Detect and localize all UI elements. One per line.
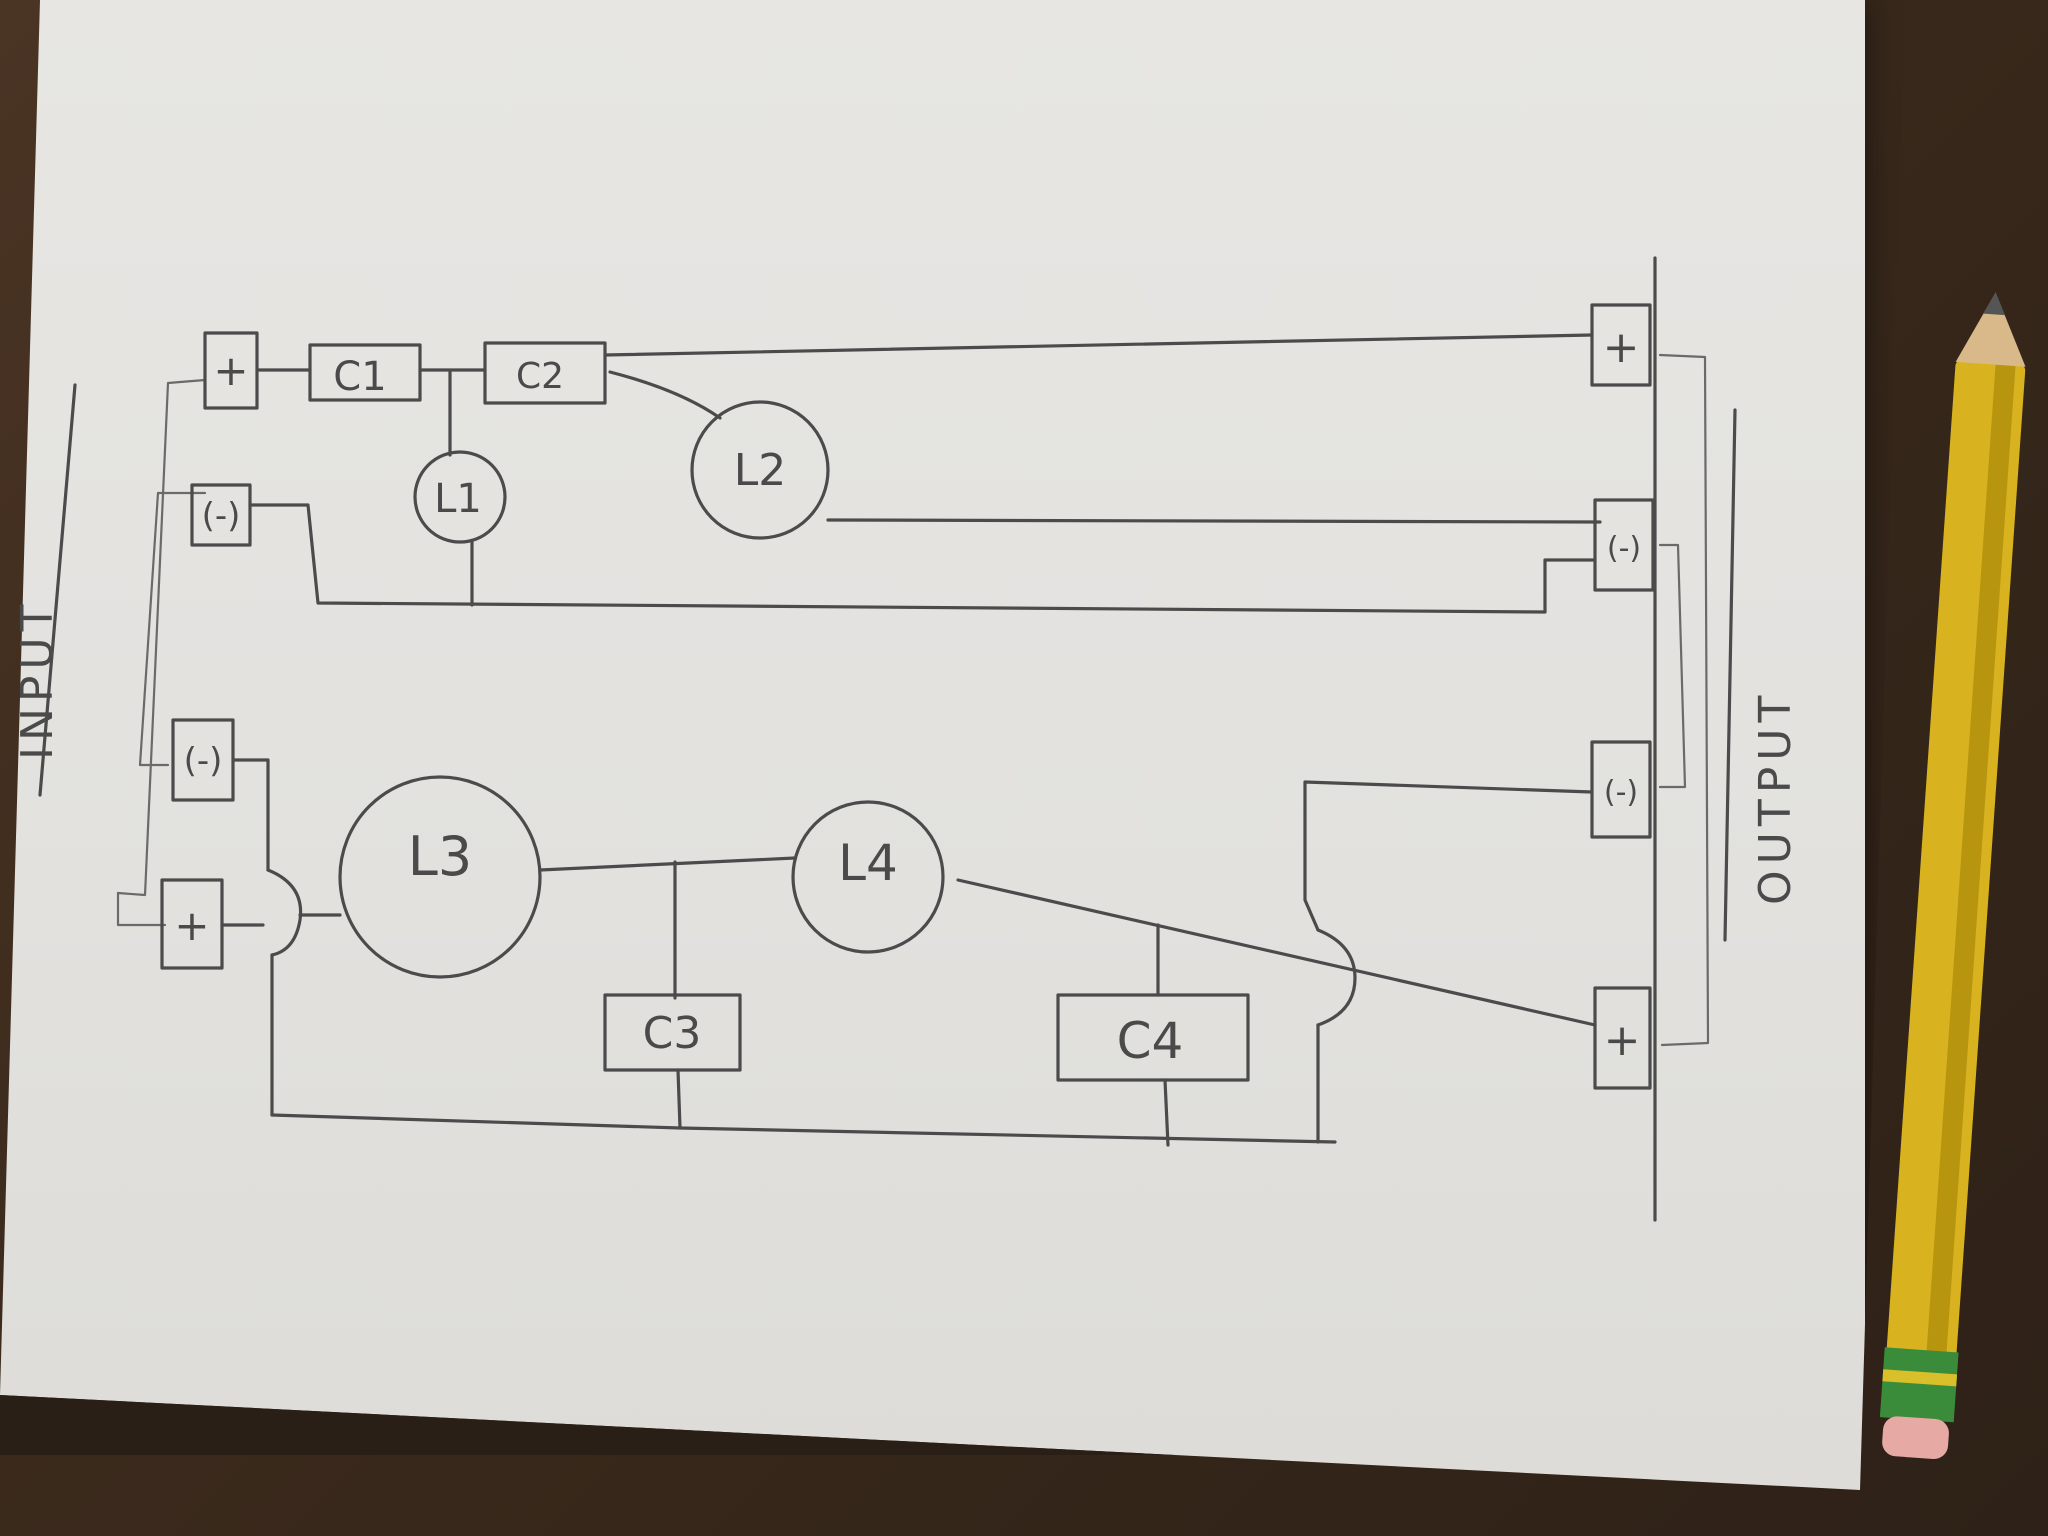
output-terminal-top-neg: (-) <box>1593 498 1655 592</box>
terminal-symbol: (-) <box>1607 531 1641 566</box>
wire <box>603 333 1594 357</box>
paper-sheet <box>0 0 1865 1490</box>
capacitor-c2-label: C2 <box>516 356 564 397</box>
pencil-eraser <box>1882 1416 1949 1459</box>
wire-crossover <box>1316 928 1357 1027</box>
input-terminal-bottom-pos: + <box>160 878 224 970</box>
output-label-group: OUTPUT <box>1723 408 1801 942</box>
capacitor-c1-box <box>308 343 422 402</box>
capacitor-c3-label: C3 <box>643 1008 702 1059</box>
pencil-ferrule <box>1879 1347 1959 1423</box>
terminal-symbol: + <box>1604 1015 1641 1066</box>
terminal-box <box>1590 740 1652 839</box>
capacitor-c2-box <box>483 341 607 405</box>
input-bus-bottom <box>116 891 167 927</box>
pencil-tip-wood <box>1955 292 2026 367</box>
input-bus <box>116 378 207 927</box>
output-bracket-1 <box>1658 353 1710 1047</box>
pencil-lead <box>1983 292 2006 316</box>
capacitor-c4-box <box>1056 993 1250 1082</box>
terminal-symbol: + <box>174 901 209 950</box>
input-bus-inner <box>138 491 207 767</box>
output-bus <box>1653 256 1710 1222</box>
wire <box>676 1068 682 1130</box>
terminal-symbol: + <box>213 346 248 395</box>
output-terminal-top-pos: + <box>1590 303 1652 387</box>
inductor-l1-label: L1 <box>434 476 482 522</box>
inductor-l1-circle <box>413 450 507 544</box>
pencil-shade <box>1923 362 2016 1402</box>
wire <box>538 856 797 872</box>
pencil-ferrule-band <box>1882 1369 1958 1387</box>
wire <box>608 370 722 420</box>
inductor-l3-label: L3 <box>408 825 472 888</box>
wire <box>826 518 1602 524</box>
input-terminal-top-pos: + <box>203 331 259 410</box>
terminal-symbol: (-) <box>202 496 241 536</box>
inductor-l4-circle <box>791 800 945 954</box>
inductor-l2-circle <box>690 400 830 540</box>
input-bus-outer <box>116 378 207 897</box>
return-wire <box>248 503 1597 614</box>
capacitor-c1-label: C1 <box>333 354 386 400</box>
terminal-symbol: (-) <box>184 741 223 781</box>
output-label: OUTPUT <box>1750 690 1801 905</box>
output-label-underline <box>1723 408 1737 942</box>
wire <box>231 758 270 872</box>
wire <box>1163 1078 1170 1147</box>
inductor-l2-label: L2 <box>734 445 787 496</box>
terminal-box <box>1593 986 1652 1090</box>
wire <box>1303 780 1594 932</box>
wire-crossover <box>266 868 303 957</box>
inductor-l4-label: L4 <box>838 834 898 892</box>
capacitor-c3-box <box>603 993 742 1072</box>
input-terminal-top-neg: (-) <box>190 483 252 547</box>
terminal-symbol: (-) <box>1604 775 1638 810</box>
input-label-underline <box>38 383 77 797</box>
terminal-box <box>190 483 252 547</box>
input-terminal-bottom-neg: (-) <box>171 718 235 802</box>
capacitor-c4-label: C4 <box>1117 1012 1184 1070</box>
terminal-symbol: + <box>1603 322 1640 373</box>
input-label-group: INPUT <box>12 383 77 797</box>
pencil <box>1879 292 2026 1459</box>
output-terminal-bottom-pos: + <box>1593 986 1652 1090</box>
top-circuit: C1 C2 L1 L2 <box>248 333 1602 614</box>
terminal-box <box>1590 303 1652 387</box>
wire <box>956 878 1597 1027</box>
output-bracket-2 <box>1658 543 1687 789</box>
terminal-box <box>1593 498 1655 592</box>
output-terminal-bottom-neg: (-) <box>1590 740 1652 839</box>
bottom-return-wire <box>270 1113 1337 1144</box>
inductor-l3-circle <box>338 775 542 979</box>
bottom-circuit: L3 L4 C3 C4 <box>220 758 1597 1147</box>
